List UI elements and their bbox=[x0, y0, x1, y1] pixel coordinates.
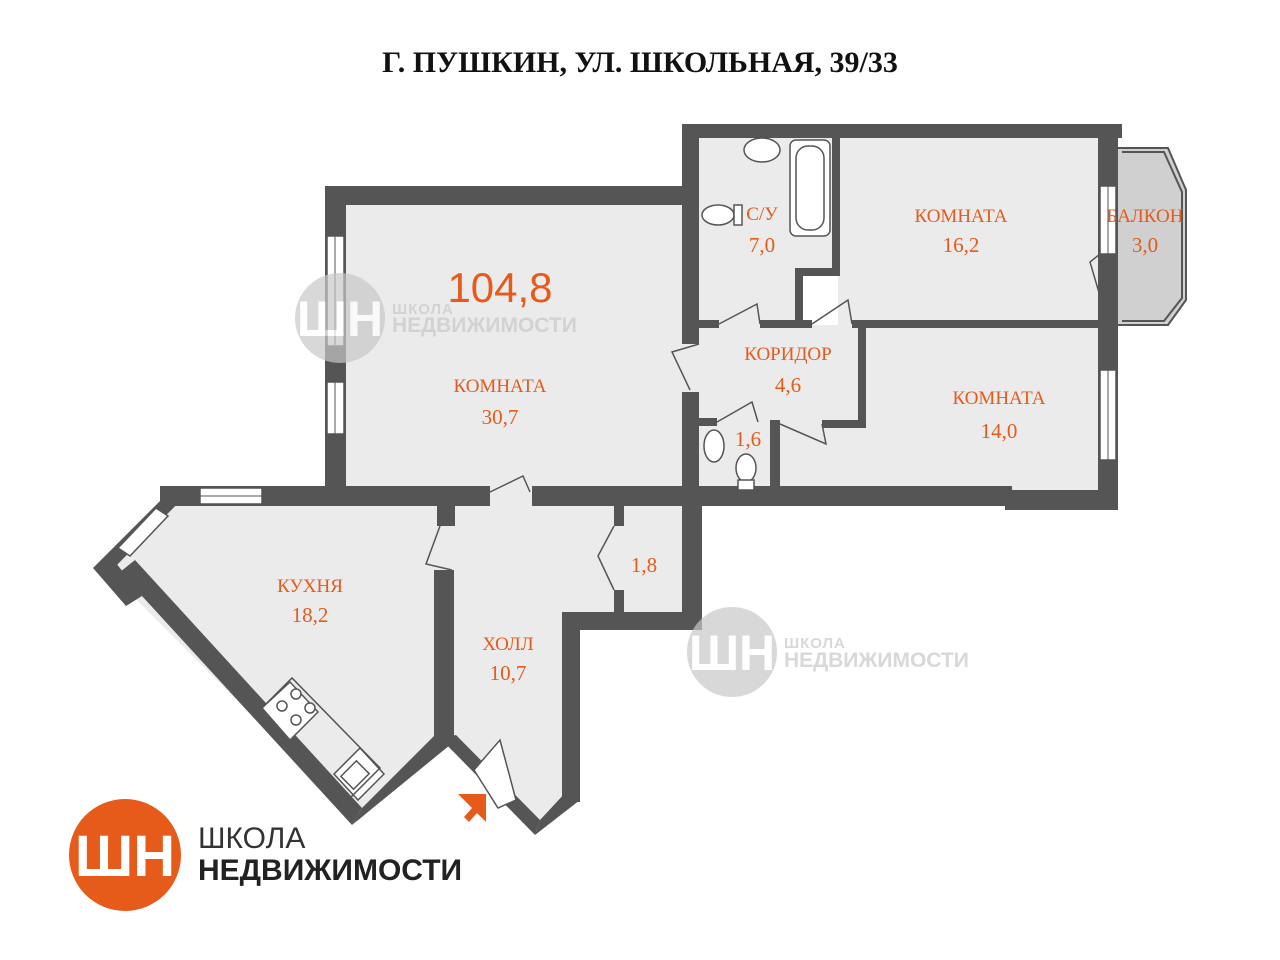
watermark-1-line1: ШКОЛА bbox=[392, 301, 454, 318]
kitchen-label: КУХНЯ bbox=[277, 576, 343, 597]
entrance-arrow-icon bbox=[458, 794, 486, 822]
logo-line1: ШКОЛА bbox=[198, 822, 305, 855]
room-labels: КОМНАТА 30,7 С/У 7,0 КОМНАТА 16,2 БАЛКОН… bbox=[277, 204, 1184, 685]
floor-room-big bbox=[337, 196, 695, 496]
toilet-area: 1,6 bbox=[735, 427, 761, 451]
room-14-label: КОМНАТА bbox=[953, 388, 1046, 409]
watermark-2-line1: ШКОЛА bbox=[784, 635, 846, 652]
watermark-2-line2: НЕДВИЖИМОСТИ bbox=[784, 649, 969, 672]
room-16-area: 16,2 bbox=[943, 233, 980, 257]
room-big-area: 30,7 bbox=[482, 405, 519, 429]
hall-label: ХОЛЛ bbox=[482, 634, 533, 655]
watermark-1-line2: НЕДВИЖИМОСТИ bbox=[392, 314, 577, 337]
closet-area: 1,8 bbox=[631, 553, 657, 577]
watermark-1-letters: ШН bbox=[297, 291, 383, 347]
watermark-1: ШН ШКОЛА НЕДВИЖИМОСТИ bbox=[295, 273, 577, 363]
address-title: Г. ПУШКИН, УЛ. ШКОЛЬНАЯ, 39/33 bbox=[382, 46, 898, 79]
floor-balcony bbox=[1118, 148, 1186, 325]
hall-area: 10,7 bbox=[490, 661, 527, 685]
balcony-area: 3,0 bbox=[1132, 233, 1158, 257]
brand-logo: ШН ШКОЛА НЕДВИЖИМОСТИ bbox=[69, 799, 462, 911]
logo-circle bbox=[69, 799, 181, 911]
room-big-label: КОМНАТА bbox=[454, 376, 547, 397]
bathroom-area: 7,0 bbox=[749, 233, 775, 257]
kitchen-area: 18,2 bbox=[292, 603, 329, 627]
corridor-area: 4,6 bbox=[775, 373, 801, 397]
room-16-label: КОМНАТА bbox=[915, 206, 1008, 227]
logo-letters: ШН bbox=[75, 824, 175, 889]
corridor-label: КОРИДОР bbox=[744, 344, 831, 365]
stove-icon bbox=[260, 680, 320, 742]
floors bbox=[105, 134, 1186, 828]
toilet-icon bbox=[701, 204, 735, 226]
floor-room-16 bbox=[838, 134, 1108, 325]
balcony-label: БАЛКОН bbox=[1107, 206, 1184, 227]
sink-small-icon bbox=[703, 429, 725, 463]
watermark-2: ШН ШКОЛА НЕДВИЖИМОСТИ bbox=[687, 607, 969, 697]
toilet-small-icon bbox=[735, 453, 757, 483]
fixtures bbox=[256, 137, 831, 804]
room-14-area: 14,0 bbox=[981, 419, 1018, 443]
balcony bbox=[1118, 147, 1187, 326]
doors bbox=[425, 253, 1101, 809]
floor-kitchen bbox=[105, 496, 440, 822]
washbasin-icon bbox=[743, 137, 781, 163]
bathroom-label: С/У bbox=[746, 204, 778, 225]
total-area: 104,8 bbox=[447, 264, 552, 311]
logo-line2: НЕДВИЖИМОСТИ bbox=[198, 854, 462, 887]
watermark-2-letters: ШН bbox=[689, 625, 775, 681]
floor-corridor bbox=[695, 325, 858, 496]
